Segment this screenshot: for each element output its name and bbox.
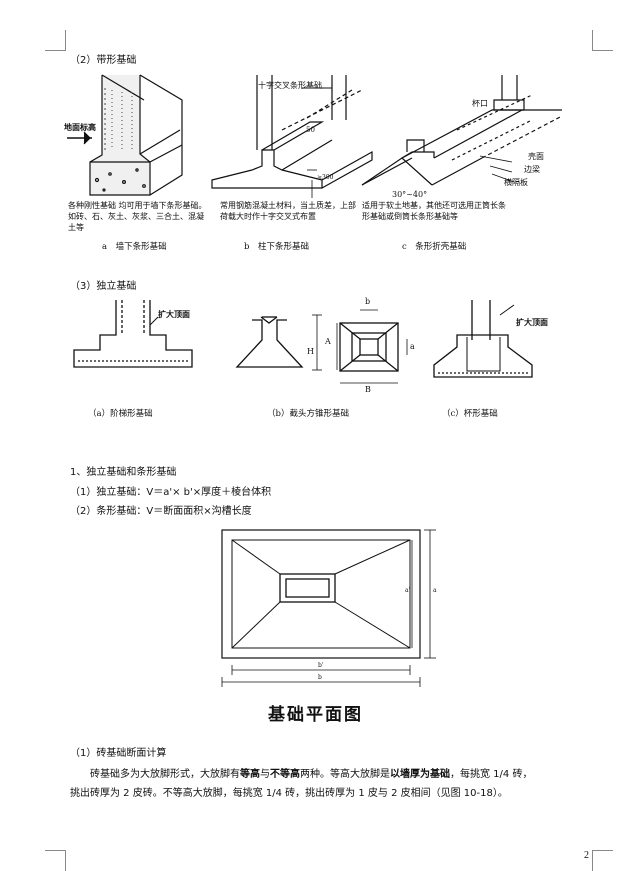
desc-folded-shell: 适用于软土地基，其他还可选用正筒长条形基础或倒筒长条形基础等 [362, 201, 506, 221]
plan-dim-b-prime: b' [318, 662, 324, 669]
desc-wall-strip: 各种刚性基础 均可用于墙下条形基础。如砖、石、灰土、灰浆、三合土、混凝土等 [68, 201, 207, 232]
brick-para-bold3: 以墙厚为基础 [390, 769, 450, 780]
label-angle: 30°~40° [392, 190, 428, 199]
label-50: 50 [306, 126, 315, 134]
crop-mark-top-right [592, 30, 613, 51]
label-shell: 壳面 [528, 152, 544, 161]
label-h300: ≥300 [317, 174, 334, 181]
wall-strip-footing-drawing [67, 74, 183, 196]
strip-foundation-heading: （2）带形基础 [70, 55, 137, 66]
isolated-foundation-figure: 扩大顶面 扩大顶面 b a A B H （a）阶梯形基础 （b）截头方锥形基础 … [62, 295, 568, 435]
caption-cup: （c）杯形基础 [442, 409, 498, 419]
label-enlarged-top-a: 扩大顶面 [158, 309, 190, 319]
dim-label-A: A [325, 337, 331, 346]
column-strip-footing-drawing [211, 75, 373, 198]
stepped-footing-drawing [73, 300, 193, 368]
brick-heading: （1）砖基础断面计算 [70, 748, 167, 759]
brick-para-part2: 与 [260, 769, 270, 780]
dim-label-b-small: b [365, 297, 371, 306]
isolated-foundation-drawing [73, 300, 533, 384]
calc-heading: 1、独立基础和条形基础 [70, 467, 177, 478]
caption-wall-strip: a 墙下条形基础 [102, 242, 167, 252]
label-cross-strip: 十字交叉条形基础 [258, 81, 322, 90]
brick-para-bold2: 不等高 [270, 769, 300, 780]
truncated-pyramid-footing-drawing [235, 309, 408, 384]
brick-para-part1: 砖基础多为大放脚形式，大放脚有 [90, 769, 240, 780]
brick-paragraph: 砖基础多为大放脚形式，大放脚有等高与不等高两种。等高大放脚是以墙厚为基础，每挑宽… [70, 765, 540, 803]
brick-para-bold1: 等高 [240, 769, 260, 780]
calc-isolated-formula: （1）独立基础：V＝a'× b'×厚度＋棱台体积 [70, 487, 272, 498]
crop-mark-top-left [45, 30, 66, 51]
plan-dim-a: a [433, 587, 437, 594]
crop-mark-bottom-right [592, 850, 613, 871]
brick-para-part3: 两种。等高大放脚是 [300, 769, 390, 780]
plan-dim-b: b [318, 674, 322, 681]
brick-para-part4: ，每挑宽 1/4 砖，挑出砖厚为 2 皮砖。不等高大放脚，每挑宽 1/4 砖，挑… [70, 769, 533, 799]
caption-column-strip: b 柱下条形基础 [244, 242, 309, 252]
desc-column-strip: 常用钢筋混凝土材料，当土质差，上部荷载大时作十字交叉式布置 [220, 201, 356, 221]
plan-figure-title: 基础平面图 [268, 705, 363, 725]
caption-truncated-pyramid: （b）截头方锥形基础 [267, 409, 349, 419]
strip-foundation-drawing [67, 74, 563, 198]
foundation-plan-figure: b' b a' a 基础平面图 [200, 522, 450, 727]
dim-label-H: H [307, 347, 314, 356]
calc-strip-formula: （2）条形基础：V＝断面面积×沟槽长度 [70, 506, 252, 517]
caption-folded-shell: c 条形折壳基础 [402, 242, 467, 252]
foundation-plan-drawing [221, 529, 436, 687]
dim-label-a-small: a [410, 342, 415, 351]
plan-dim-a-prime: a' [405, 587, 411, 594]
page-number: 2 [584, 850, 589, 861]
crop-mark-bottom-left [45, 850, 66, 871]
label-cross-plate: 横隔板 [504, 178, 528, 187]
label-cup: 杯口 [472, 99, 488, 108]
strip-foundation-figure: 地面标高 十字交叉条形基础 杯口 壳面 边梁 横隔板 30°~40° ≥300 … [62, 70, 568, 260]
label-edge-beam: 边梁 [524, 165, 540, 174]
cup-footing-drawing [433, 300, 533, 378]
caption-stepped: （a）阶梯形基础 [88, 409, 153, 419]
folded-shell-footing-drawing [361, 75, 563, 186]
dim-label-B: B [365, 385, 371, 394]
label-enlarged-top-c: 扩大顶面 [516, 317, 548, 327]
isolated-foundation-heading: （3）独立基础 [70, 281, 137, 292]
label-ground-level: 地面标高 [64, 122, 96, 132]
